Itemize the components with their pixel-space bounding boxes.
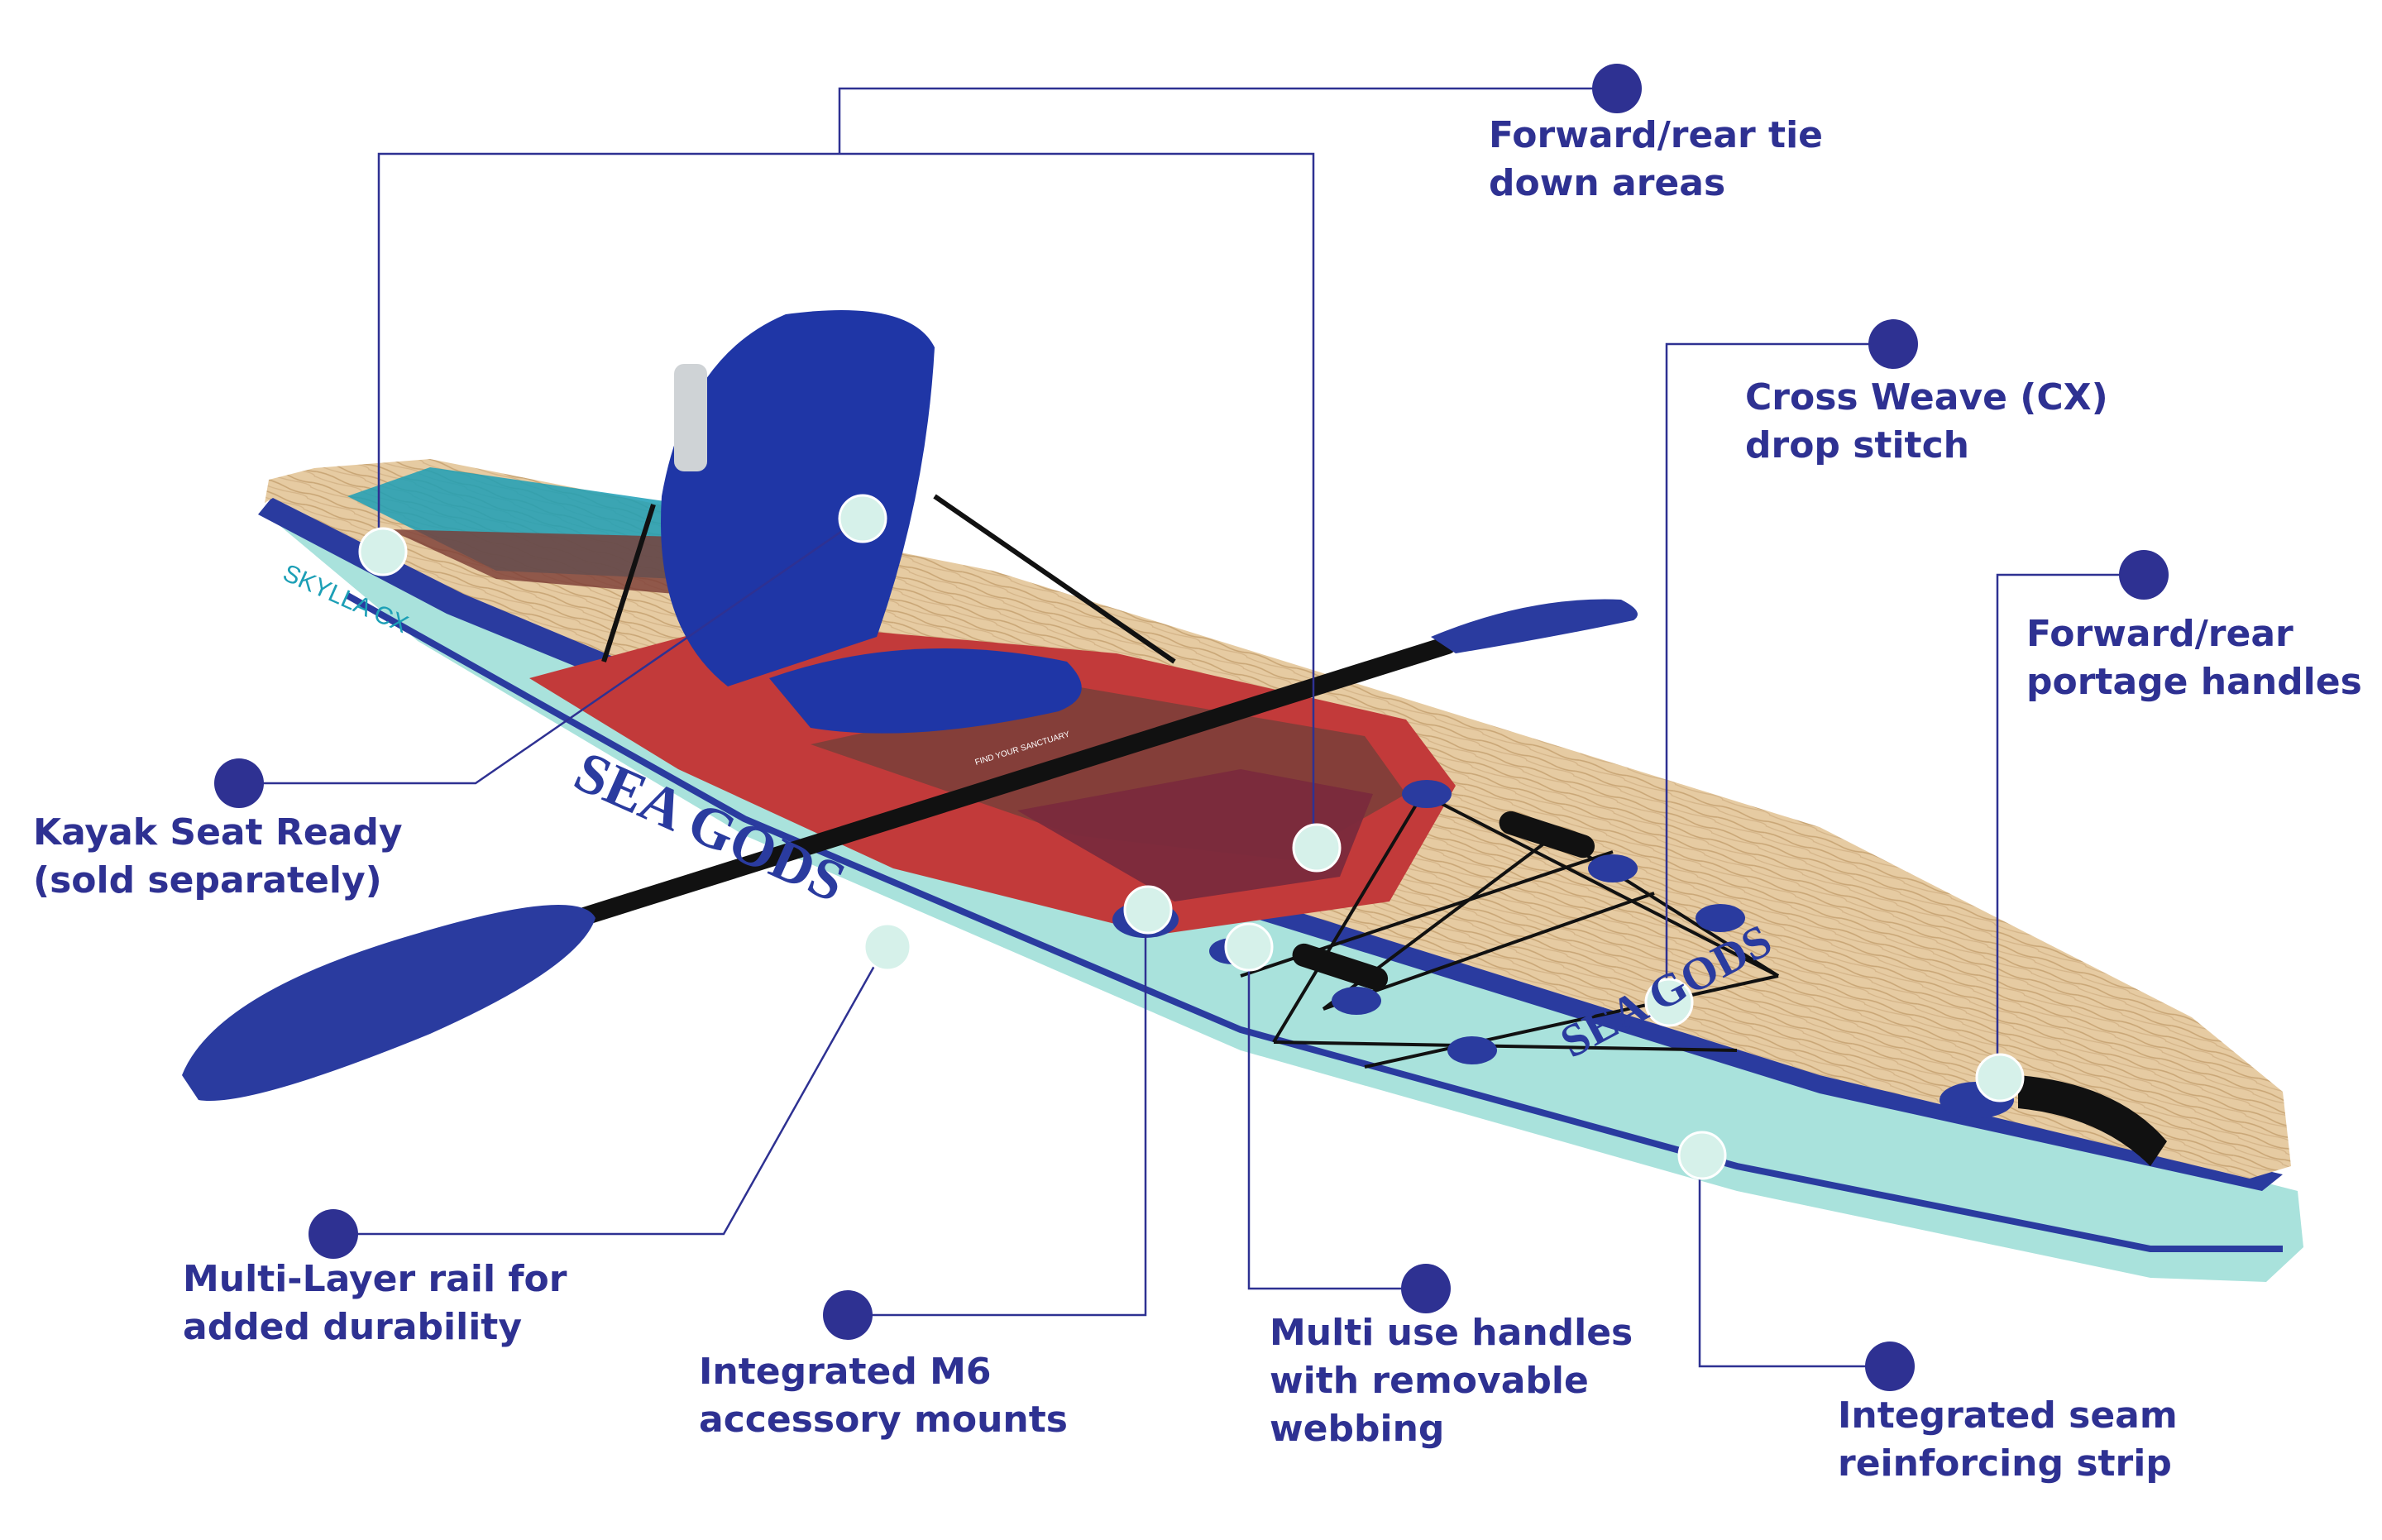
paddle-blade-left	[182, 905, 596, 1101]
paddle-shaft	[570, 636, 1456, 927]
callout-line: Integrated seam	[1838, 1394, 2178, 1437]
callout-line: accessory mounts	[699, 1399, 1068, 1441]
callout-line: Multi use handles	[1270, 1312, 1633, 1354]
callout-rail: Multi-Layer rail for added durability	[183, 1255, 567, 1351]
callout-line: Forward/rear	[2026, 613, 2294, 655]
board-side-wall	[266, 514, 2303, 1282]
callout-tie-down: Forward/rear tie down areas	[1489, 112, 1823, 208]
callout-line: (sold separately)	[33, 859, 382, 902]
handle-center	[1292, 943, 1389, 991]
callout-m6: Integrated M6 accessory mounts	[699, 1348, 1068, 1444]
callout-line: down areas	[1489, 162, 1726, 204]
seat-back	[661, 310, 935, 686]
callout-line: drop stitch	[1745, 424, 1969, 466]
callout-line: Forward/rear tie	[1489, 114, 1824, 156]
callout-line: with removable	[1270, 1360, 1589, 1402]
portage-handle	[2018, 1075, 2167, 1166]
callout-line: reinforcing strip	[1838, 1442, 2172, 1485]
handle-rear	[1499, 811, 1595, 858]
callout-line: Kayak Seat Ready	[33, 811, 403, 854]
callout-handles: Multi use handles with removable webbing	[1270, 1309, 1633, 1453]
paddle-blade-right	[1431, 599, 1638, 653]
callout-line: Cross Weave (CX)	[1745, 376, 2108, 418]
anchor-dots	[214, 64, 2169, 1391]
leader-lines	[239, 87, 2144, 1368]
callout-kayak-seat: Kayak Seat Ready (sold separately)	[33, 809, 403, 905]
bottle	[674, 364, 707, 471]
callout-cross-weave: Cross Weave (CX) drop stitch	[1745, 374, 2108, 470]
callout-line: added durability	[183, 1306, 523, 1348]
seam-strip	[346, 592, 2283, 1252]
callout-line: portage handles	[2026, 661, 2362, 703]
callout-line: webbing	[1270, 1408, 1445, 1450]
seat-cushion	[769, 648, 1082, 734]
callout-line: Multi-Layer rail for	[183, 1258, 567, 1300]
marker-dots	[358, 494, 2025, 1180]
callout-line: Integrated M6	[699, 1351, 992, 1393]
callout-portage: Forward/rear portage handles	[2026, 610, 2362, 706]
callout-seam: Integrated seam reinforcing strip	[1838, 1392, 2178, 1488]
